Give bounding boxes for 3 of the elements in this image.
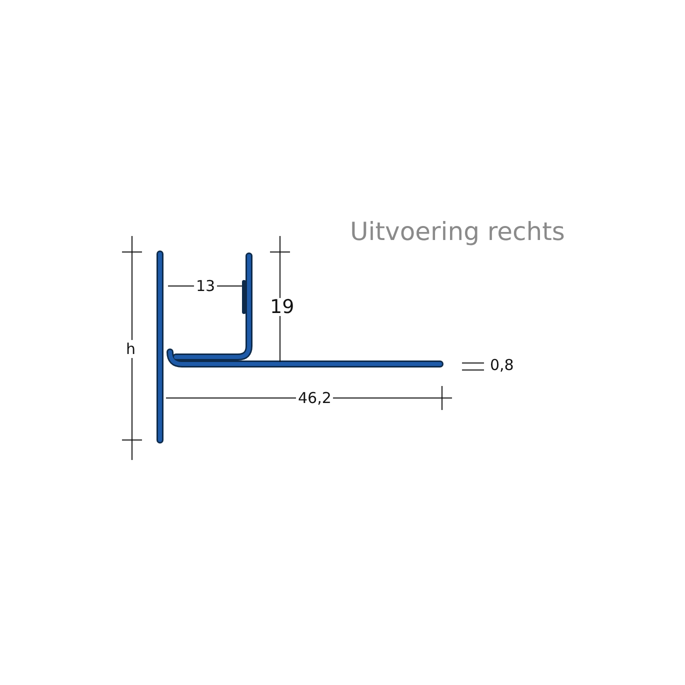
dimension-label: 0,8	[488, 356, 516, 374]
title: Uitvoering rechts	[350, 217, 565, 246]
dimension-label: 46,2	[296, 389, 334, 407]
